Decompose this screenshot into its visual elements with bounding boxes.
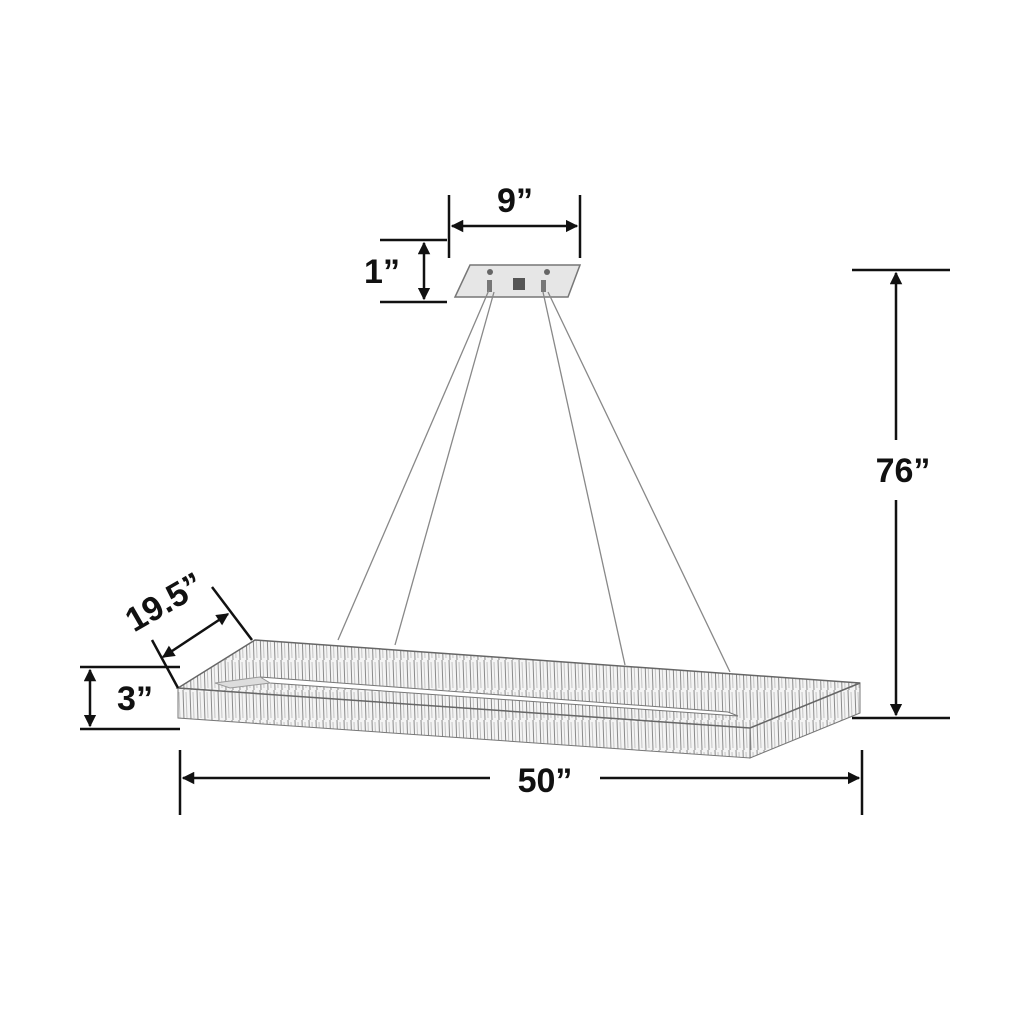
label-fixture-height: 3” (117, 680, 153, 718)
label-depth: 19.5” (119, 565, 210, 640)
dimension-width (178, 750, 864, 815)
dimension-overall-height (852, 268, 950, 720)
crystal-frame (175, 639, 861, 759)
label-width: 50” (518, 762, 573, 800)
dimension-canopy-width (447, 195, 582, 258)
dimension-depth (150, 586, 253, 689)
label-overall-height: 76” (876, 452, 931, 490)
dimension-fixture-height (80, 665, 180, 731)
label-canopy-height: 1” (364, 253, 400, 291)
dimension-canopy-height (380, 238, 447, 304)
label-canopy-width: 9” (497, 182, 533, 220)
canopy (453, 264, 582, 298)
suspension-wires (337, 289, 731, 673)
